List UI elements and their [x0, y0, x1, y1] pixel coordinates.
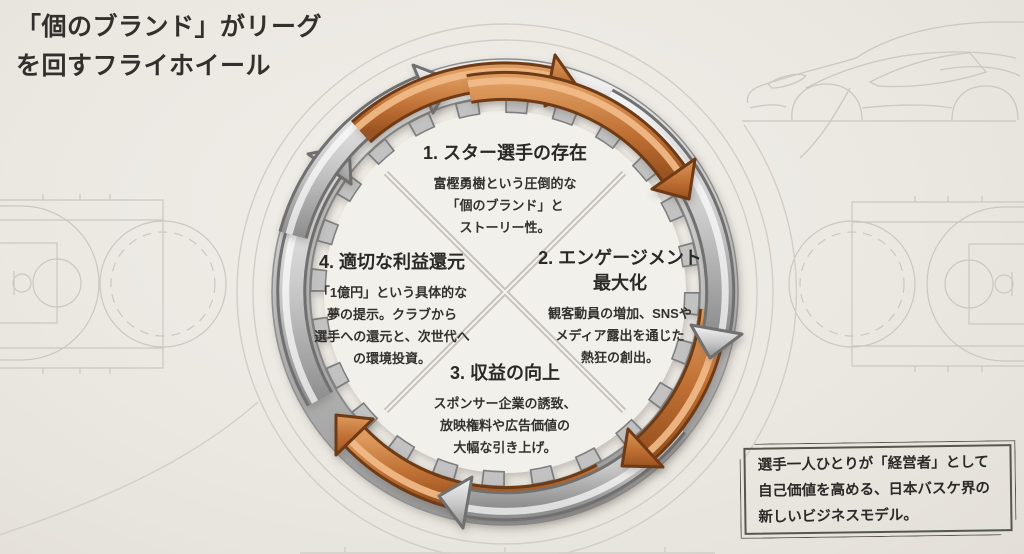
section-1-body-line: ストーリー性。 — [459, 220, 551, 235]
basketball-court-left — [0, 194, 227, 374]
section-2-heading-line: 最大化 — [593, 273, 647, 293]
flywheel-section-2: 2. エンゲージメント 最大化 観客動員の増加、SNSや メディア露出を通じた … — [514, 246, 726, 369]
section-3-body-line: 放映権料や広告価値の — [439, 418, 570, 433]
page-title-line-1: 「個のブランド」がリーグ — [16, 13, 323, 41]
section-1-body: 富樫勇樹という圧倒的な 「個のブランド」と ストーリー性。 — [355, 173, 655, 239]
section-2-body-line: 観客動員の増加、SNSや — [548, 306, 692, 321]
summary-note-text: 選手一人ひとりが「経営者」として 自己価値を高める、日本バスケ界の 新しいビジネ… — [743, 444, 1013, 535]
basketball-court-right — [788, 196, 1024, 372]
section-4-heading-line: 4. 適切な利益還元 — [318, 252, 465, 272]
section-2-body-line: メディア露出を通じた — [555, 328, 685, 343]
page-title-line-2: を回すフライホイール — [16, 52, 272, 80]
flywheel-section-1: 1. スター選手の存在 富樫勇樹という圧倒的な 「個のブランド」と ストーリー性… — [355, 141, 655, 239]
section-2-heading: 2. エンゲージメント 最大化 — [514, 246, 726, 296]
section-1-body-line: 「個のブランド」と — [446, 198, 564, 213]
section-4-heading: 4. 適切な利益還元 — [281, 250, 503, 275]
flywheel-section-4: 4. 適切な利益還元 「1億円」という具体的な 夢の提示。クラブから 選手への還… — [281, 250, 503, 370]
quadrant-divider-x — [383, 170, 627, 414]
section-1-body-line: 富樫勇樹という圧倒的な — [433, 176, 577, 191]
flywheel-section-3: 3. 収益の向上 スポンサー企業の誘致、 放映権料や広告価値の 大幅な引き上げ。 — [375, 361, 635, 459]
section-3-body-line: スポンサー企業の誘致、 — [433, 396, 577, 411]
flywheel-arrow-orange-top-right — [466, 70, 697, 201]
section-2-body-line: 熱狂の創出。 — [580, 350, 659, 365]
section-3-heading-line: 3. 収益の向上 — [449, 363, 560, 383]
decorative-arcs — [0, 23, 798, 554]
sports-car-sketch-icon — [742, 21, 1024, 159]
section-3-body: スポンサー企業の誘致、 放映権料や広告価値の 大幅な引き上げ。 — [375, 393, 635, 459]
section-4-body-line: 「1億円」という具体的な — [316, 285, 468, 300]
summary-note-line: 新しいビジネスモデル。 — [758, 506, 918, 526]
section-2-heading-line: 2. エンゲージメント — [538, 248, 702, 268]
section-1-heading: 1. スター選手の存在 — [355, 141, 655, 166]
section-4-body: 「1億円」という具体的な 夢の提示。クラブから 選手への還元と、次世代へ の環境… — [281, 282, 503, 370]
summary-note-line: 選手一人ひとりが「経営者」として — [757, 453, 989, 474]
section-3-body-line: 大幅な引き上げ。 — [453, 440, 557, 455]
page-title: 「個のブランド」がリーグ を回すフライホイール — [16, 8, 322, 86]
section-4-body-line: の環境投資。 — [352, 351, 431, 366]
section-4-body-line: 選手への還元と、次世代へ — [314, 329, 470, 344]
summary-note-line: 自己価値を高める、日本バスケ界の — [757, 479, 991, 500]
summary-note-box: 選手一人ひとりが「経営者」として 自己価値を高める、日本バスケ界の 新しいビジネ… — [739, 440, 1016, 539]
section-1-heading-line: 1. スター選手の存在 — [422, 143, 587, 163]
section-4-body-line: 夢の提示。クラブから — [326, 307, 457, 322]
section-3-heading: 3. 収益の向上 — [375, 361, 635, 386]
section-2-body: 観客動員の増加、SNSや メディア露出を通じた 熱狂の創出。 — [514, 303, 726, 369]
